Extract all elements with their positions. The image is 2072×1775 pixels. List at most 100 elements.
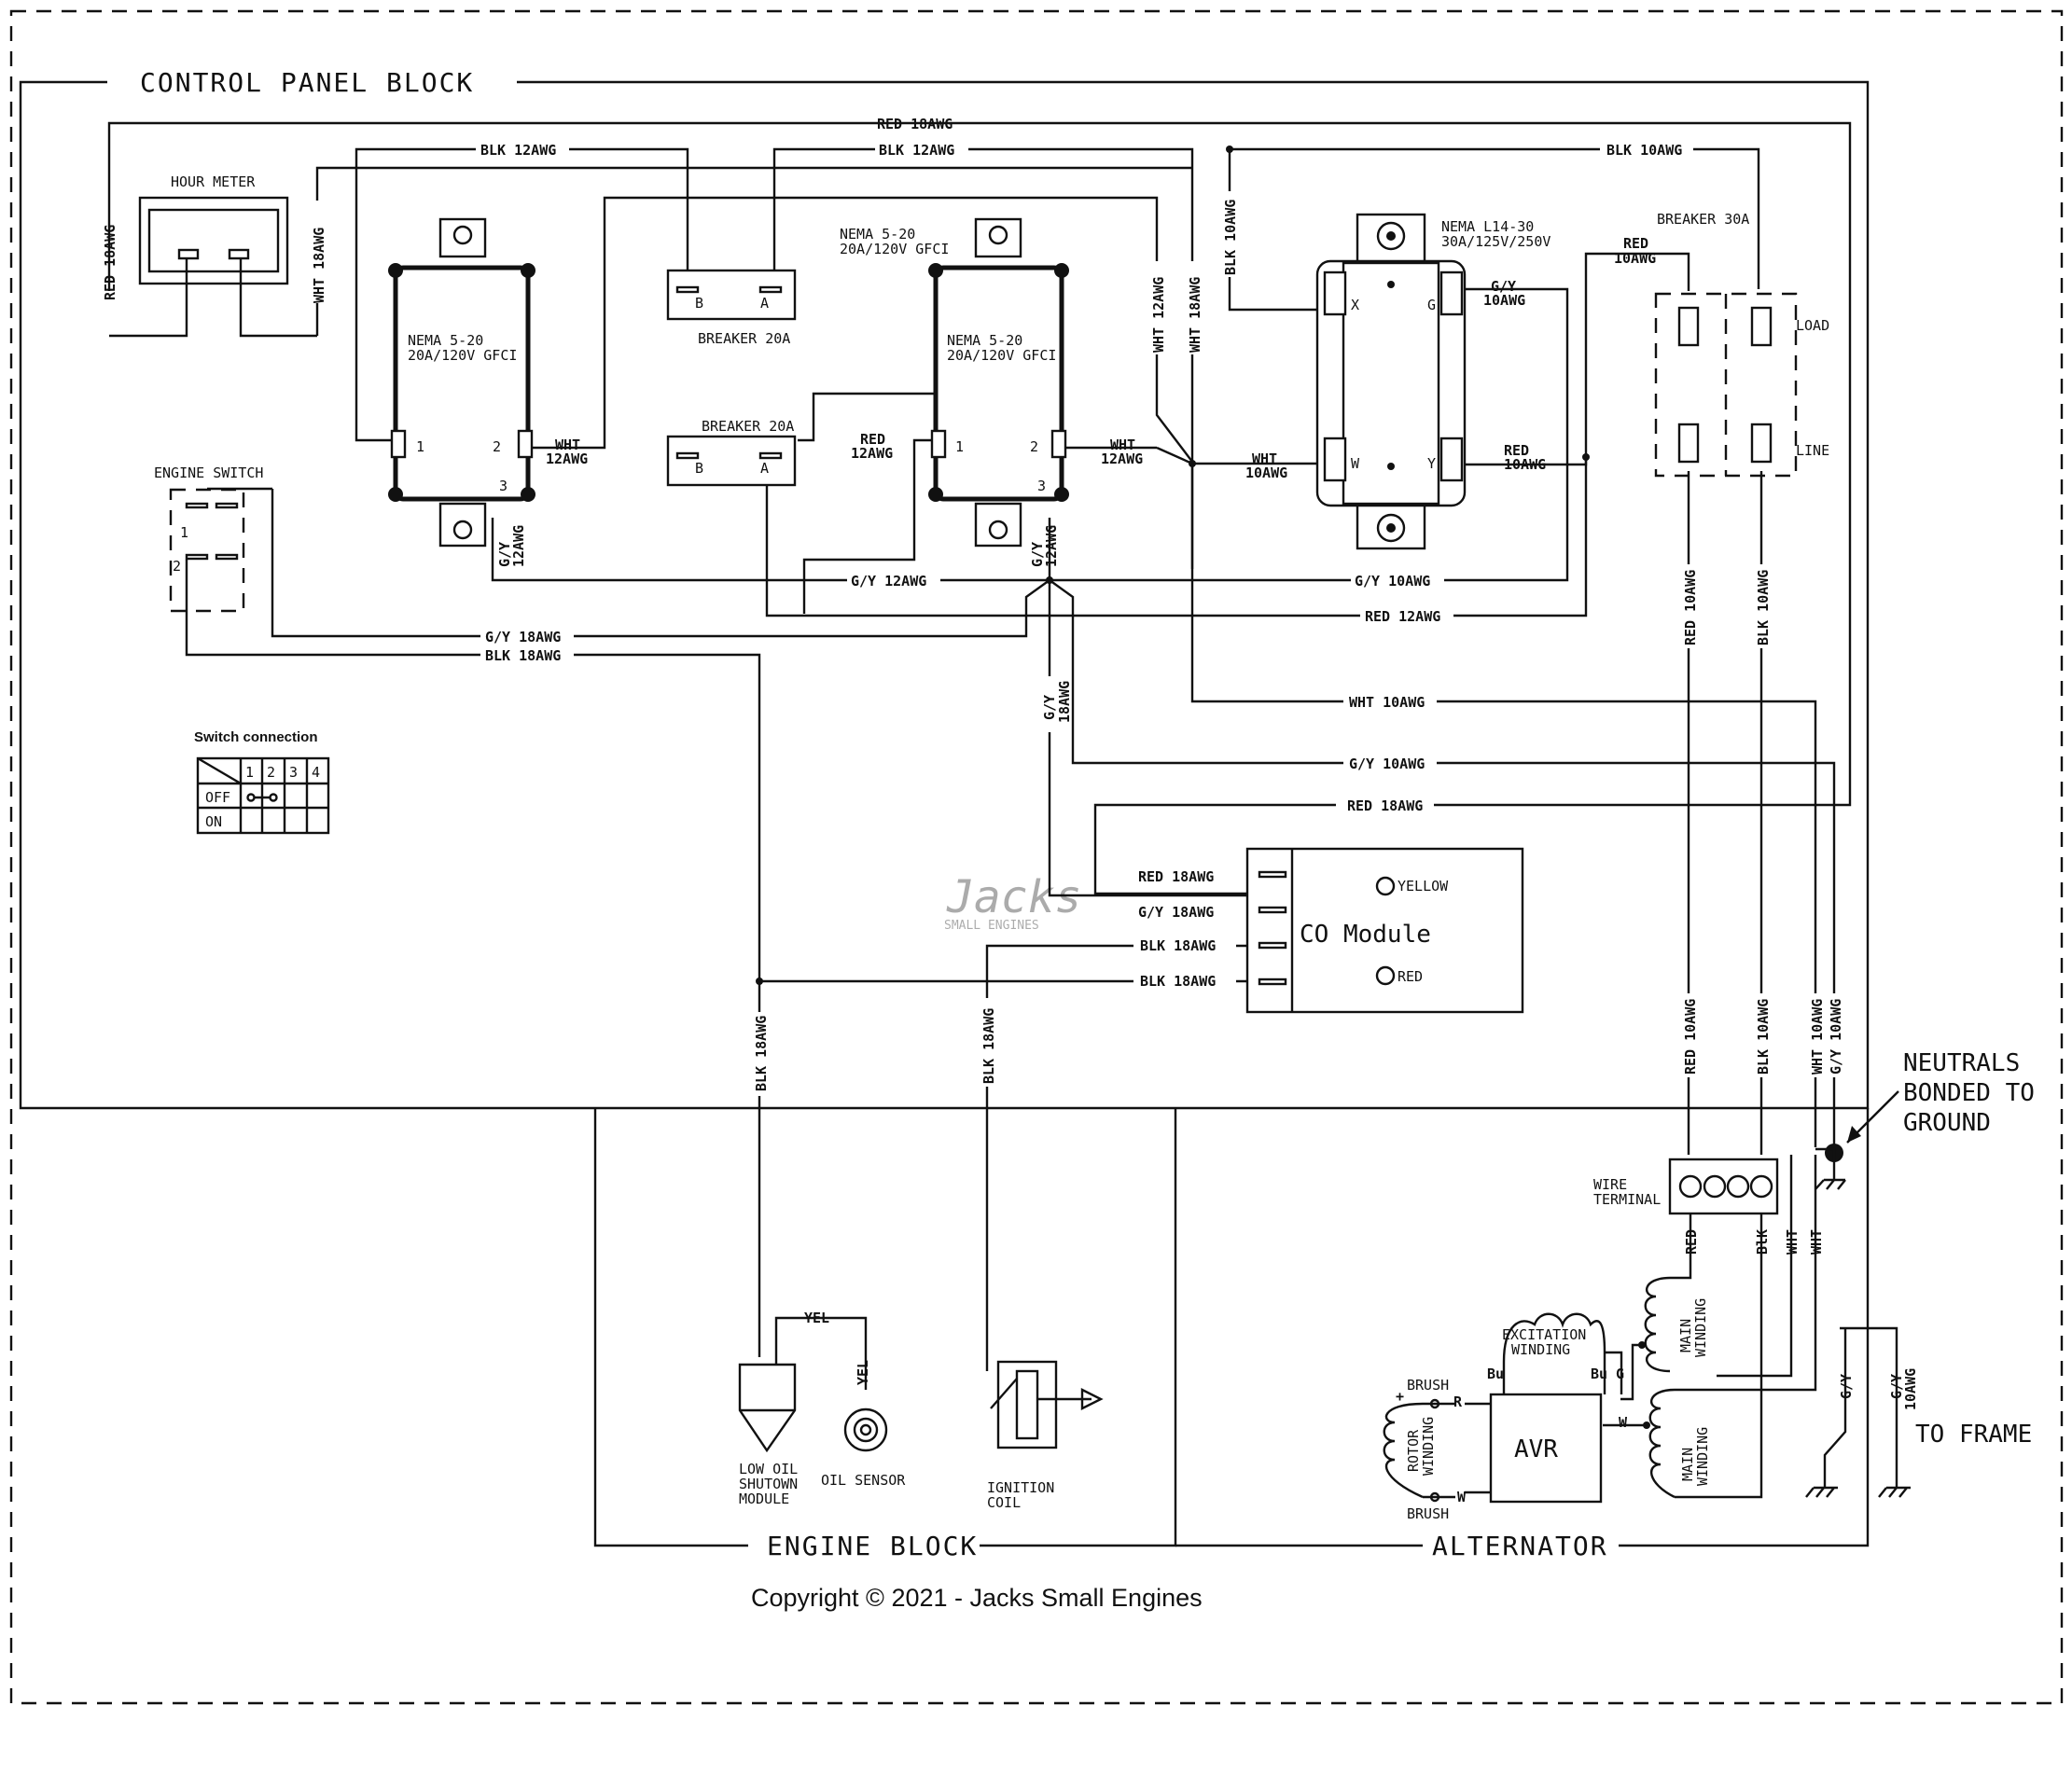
svg-text:COIL: COIL	[987, 1494, 1021, 1511]
svg-text:G/Y: G/Y	[1029, 542, 1046, 567]
svg-text:YEL: YEL	[804, 1310, 829, 1326]
svg-text:RED 10AWG: RED 10AWG	[1682, 570, 1699, 645]
svg-text:NEMA L14-30: NEMA L14-30	[1441, 218, 1534, 235]
control-panel-title: CONTROL PANEL BLOCK	[140, 67, 474, 98]
svg-text:12AWG: 12AWG	[1101, 451, 1143, 467]
outer-border	[9, 9, 2064, 1705]
rotor-winding: + BRUSH BRUSH ROTOR WINDING	[1383, 1377, 1455, 1522]
ignition-coil: IGNITION COIL	[987, 1360, 1104, 1511]
svg-text:ROTOR: ROTOR	[1405, 1429, 1422, 1472]
copyright-watermark: Copyright © 2021 - Jacks Small Engines	[751, 1584, 1203, 1612]
svg-text:WINDING: WINDING	[1420, 1417, 1437, 1476]
svg-text:BRUSH: BRUSH	[1407, 1377, 1449, 1394]
svg-text:RED 12AWG: RED 12AWG	[1365, 608, 1440, 625]
svg-text:BLK 10AWG: BLK 10AWG	[1755, 999, 1772, 1075]
svg-text:18AWG: 18AWG	[1056, 681, 1073, 723]
svg-text:NEMA 5-20: NEMA 5-20	[408, 332, 483, 349]
svg-text:10AWG: 10AWG	[1245, 465, 1287, 481]
excitation-winding: EXCITATION WINDING Bu Bu	[1487, 1312, 1623, 1394]
svg-text:20A/120V GFCI: 20A/120V GFCI	[947, 347, 1056, 364]
svg-text:YELLOW: YELLOW	[1398, 878, 1449, 894]
nema-l14-30: NEMA L14-30 30A/125V/250V X G W Y	[1315, 213, 1551, 550]
svg-text:NEUTRALS: NEUTRALS	[1903, 1049, 2020, 1077]
breaker-20a-top: B A BREAKER 20A	[666, 269, 797, 347]
svg-text:LINE: LINE	[1796, 442, 1829, 459]
svg-text:20A/120V GFCI: 20A/120V GFCI	[840, 241, 949, 257]
svg-text:WHT: WHT	[555, 437, 580, 453]
svg-text:3: 3	[499, 478, 508, 494]
svg-text:RED: RED	[1683, 1229, 1700, 1255]
svg-text:12AWG: 12AWG	[546, 451, 588, 467]
svg-text:Bu: Bu	[1591, 1366, 1607, 1382]
svg-text:4: 4	[312, 764, 320, 781]
svg-text:G: G	[1427, 297, 1436, 313]
svg-text:WHT 18AWG: WHT 18AWG	[1187, 277, 1203, 353]
svg-text:G/Y 18AWG: G/Y 18AWG	[485, 629, 561, 645]
svg-text:RED 18AWG: RED 18AWG	[102, 225, 118, 300]
svg-text:RED: RED	[1398, 968, 1423, 985]
svg-text:12AWG: 12AWG	[1043, 525, 1060, 567]
neutrals-bonded: NEUTRALS BONDED TO GROUND	[1815, 1049, 2035, 1190]
watermark-logo: Jacks SMALL ENGINES	[944, 871, 1082, 933]
svg-text:WHT: WHT	[1784, 1229, 1801, 1255]
svg-text:WINDING: WINDING	[1692, 1298, 1709, 1357]
engine-block-title: ENGINE BLOCK	[767, 1531, 978, 1561]
svg-text:1: 1	[955, 438, 964, 455]
svg-text:BREAKER 20A: BREAKER 20A	[698, 330, 790, 347]
svg-text:IGNITION: IGNITION	[987, 1479, 1054, 1496]
frame-ground: G/Y G/Y 10AWG TO FRAME	[1805, 1326, 2032, 1498]
svg-text:BLK 18AWG: BLK 18AWG	[1140, 973, 1216, 990]
svg-text:G/Y 12AWG: G/Y 12AWG	[851, 573, 926, 589]
svg-text:3: 3	[289, 764, 298, 781]
svg-text:10AWG: 10AWG	[1504, 456, 1546, 473]
wire-terminal: WIRE TERMINAL RED BlK WHT WHT	[1593, 1155, 1825, 1499]
svg-text:TO FRAME: TO FRAME	[1915, 1421, 2032, 1449]
svg-text:NEMA 5-20: NEMA 5-20	[840, 226, 915, 243]
gfci-left: NEMA 5-20 20A/120V GFCI 1 2 3	[388, 217, 535, 548]
svg-text:12AWG: 12AWG	[851, 445, 893, 462]
svg-text:BRUSH: BRUSH	[1407, 1505, 1449, 1522]
svg-text:BLK 18AWG: BLK 18AWG	[485, 647, 561, 664]
svg-text:Bu: Bu	[1487, 1366, 1504, 1382]
svg-text:2: 2	[267, 764, 275, 781]
svg-text:CO Module: CO Module	[1300, 921, 1431, 949]
svg-text:G: G	[1616, 1366, 1624, 1382]
svg-text:BONDED TO: BONDED TO	[1903, 1079, 2035, 1107]
svg-text:WHT: WHT	[1252, 451, 1277, 467]
svg-text:12AWG: 12AWG	[510, 525, 527, 567]
svg-text:G/Y: G/Y	[496, 542, 513, 567]
hour-meter: HOUR METER	[109, 173, 317, 338]
svg-text:BLK 10AWG: BLK 10AWG	[1606, 142, 1682, 159]
switch-connection-table: Switch connection 1 2 3 4 OFF ON	[194, 729, 330, 835]
svg-text:MAIN: MAIN	[1677, 1319, 1694, 1352]
svg-text:BREAKER 20A: BREAKER 20A	[702, 418, 794, 435]
svg-text:RED 10AWG: RED 10AWG	[1682, 999, 1699, 1075]
svg-text:G/Y: G/Y	[1888, 1374, 1905, 1399]
svg-text:BLK 10AWG: BLK 10AWG	[1222, 200, 1239, 275]
svg-text:2: 2	[1030, 438, 1038, 455]
svg-text:W: W	[1351, 455, 1360, 472]
svg-text:G/Y 10AWG: G/Y 10AWG	[1355, 573, 1430, 589]
gfci-right: NEMA 5-20 20A/120V GFCI NEMA 5-20 20A/12…	[840, 217, 1069, 548]
svg-text:BLK 18AWG: BLK 18AWG	[980, 1008, 997, 1084]
svg-text:10AWG: 10AWG	[1483, 292, 1525, 309]
alternator-title: ALTERNATOR	[1432, 1531, 1608, 1561]
svg-text:WINDING: WINDING	[1694, 1427, 1711, 1486]
svg-text:TERMINAL: TERMINAL	[1593, 1191, 1661, 1208]
svg-text:20A/120V GFCI: 20A/120V GFCI	[408, 347, 517, 364]
svg-text:WHT 12AWG: WHT 12AWG	[1150, 277, 1167, 353]
svg-text:SHUTOWN: SHUTOWN	[739, 1476, 798, 1492]
svg-text:BLK 12AWG: BLK 12AWG	[879, 142, 954, 159]
svg-text:1: 1	[180, 524, 188, 541]
svg-text:G/Y: G/Y	[1041, 695, 1058, 720]
svg-text:Y: Y	[1427, 455, 1436, 472]
svg-text:MODULE: MODULE	[739, 1491, 789, 1507]
svg-text:1: 1	[245, 764, 254, 781]
alternator-frame	[1175, 1108, 1870, 1547]
svg-text:2: 2	[493, 438, 501, 455]
svg-text:W: W	[1457, 1489, 1467, 1505]
svg-text:10AWG: 10AWG	[1902, 1368, 1919, 1410]
svg-text:G/Y 10AWG: G/Y 10AWG	[1828, 999, 1844, 1075]
svg-text:SMALL ENGINES: SMALL ENGINES	[944, 919, 1039, 933]
